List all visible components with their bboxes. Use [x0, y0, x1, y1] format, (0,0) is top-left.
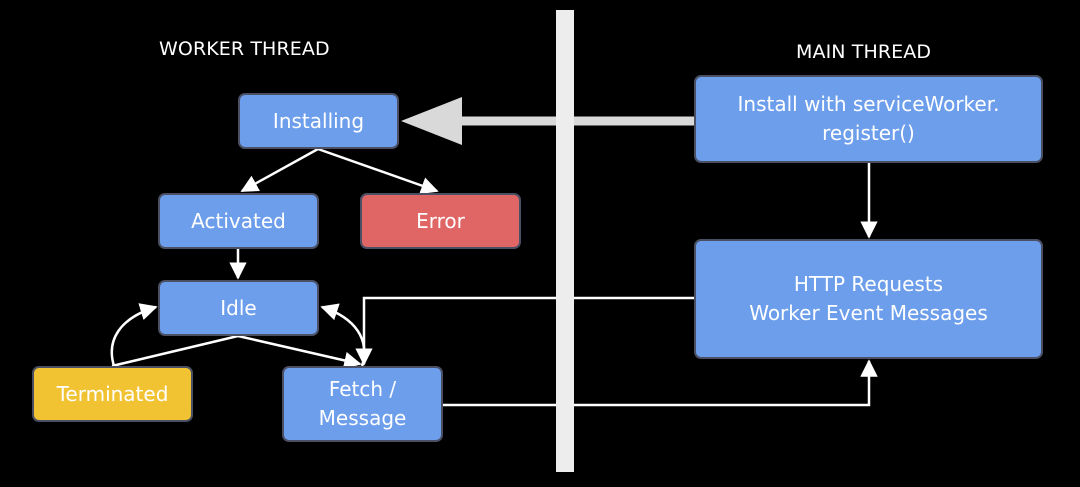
installing-label: Installing: [272, 108, 365, 133]
idle-node: Idle: [158, 280, 319, 336]
error-node: Error: [360, 193, 521, 249]
http-requests-label-line2: Worker Event Messages: [749, 301, 988, 325]
http-requests-label-line1: HTTP Requests: [793, 272, 944, 296]
main-thread-title: MAIN THREAD: [796, 41, 932, 63]
install-register-node: Install with serviceWorker. register(): [694, 75, 1043, 163]
idle-to-fetch-arrow: [237, 334, 362, 370]
fetch-to-http-arrow: [443, 359, 878, 407]
thread-divider: [556, 10, 574, 472]
terminated-to-idle-arrow: [110, 303, 158, 367]
fetch-message-label-line1: Fetch /: [328, 377, 397, 401]
installing-node: Installing: [238, 93, 399, 149]
register-to-installing-arrow-head: [401, 97, 462, 145]
terminated-node: Terminated: [32, 366, 193, 422]
idle-to-terminated-line: [111, 334, 239, 368]
worker-thread-title: WORKER THREAD: [159, 38, 330, 60]
fetch-message-node: Fetch / Message: [282, 366, 443, 442]
install-register-label-line2: register(): [822, 121, 915, 145]
error-label: Error: [416, 208, 465, 233]
activated-node: Activated: [158, 193, 319, 249]
http-to-fetch-arrow: [355, 296, 694, 366]
http-requests-node: HTTP Requests Worker Event Messages: [694, 239, 1043, 359]
fetch-message-label-line2: Message: [318, 406, 407, 430]
idle-label: Idle: [220, 295, 257, 320]
activated-label: Activated: [191, 208, 286, 233]
install-register-label-line1: Install with serviceWorker.: [737, 92, 1000, 116]
installing-to-error-arrow: [317, 147, 439, 195]
installing-to-activated-arrow: [240, 147, 319, 193]
terminated-label: Terminated: [56, 381, 169, 406]
